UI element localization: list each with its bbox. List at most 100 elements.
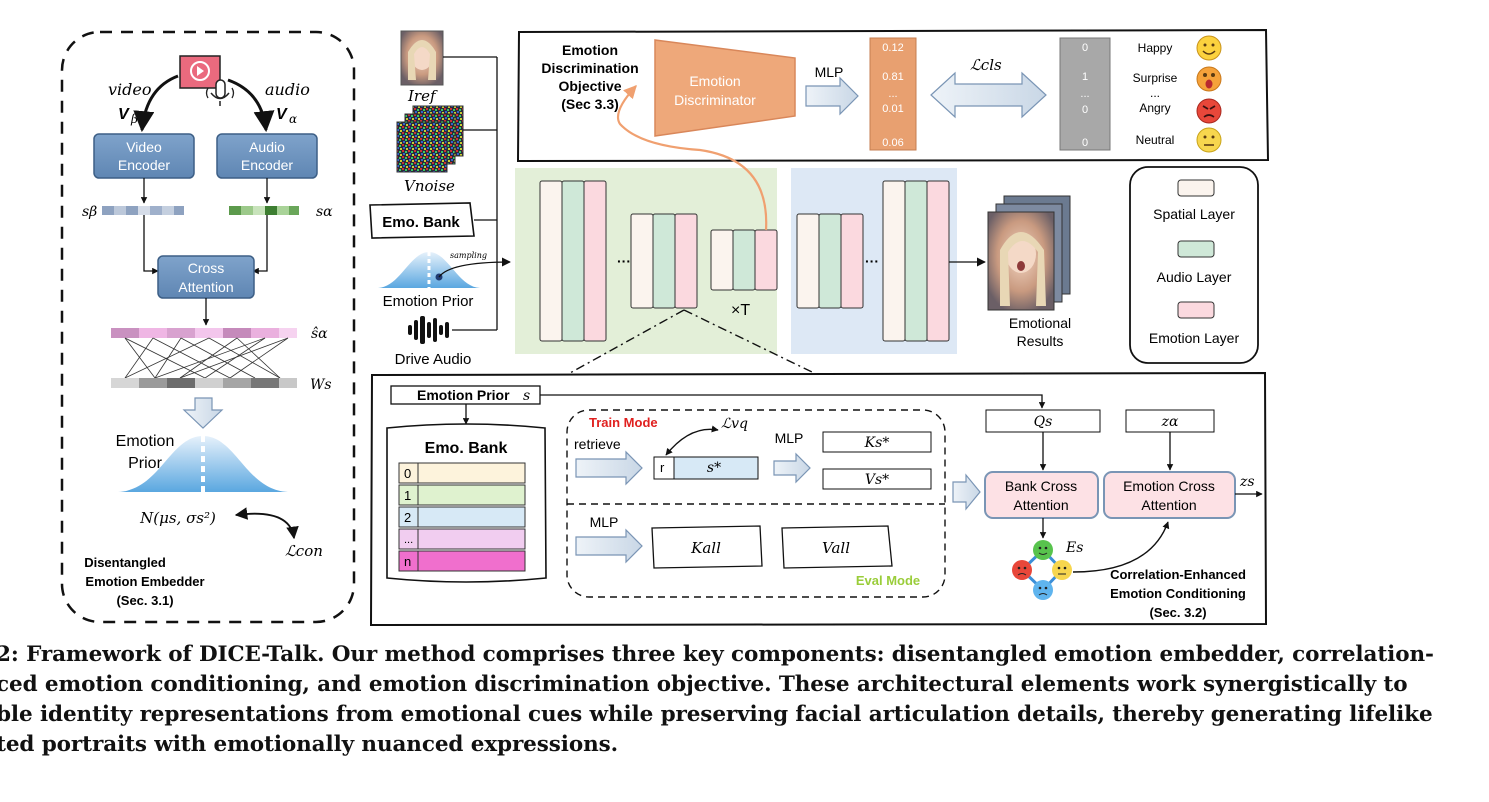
discriminator-line1: Emotion xyxy=(689,73,740,89)
emotion-discriminator xyxy=(654,39,796,137)
train-mlp-label: MLP xyxy=(775,430,804,446)
bank-row-ellipsis: ... xyxy=(404,534,413,546)
emotion-prior-label-1: Emotion xyxy=(116,433,175,450)
layer-stack-2 xyxy=(630,213,698,309)
k-all-box xyxy=(651,525,763,569)
module1-title-1: Disentangled xyxy=(84,555,166,570)
s-alpha-vector xyxy=(229,206,299,215)
emo-bank-input-label: Emo. Bank xyxy=(382,214,460,231)
emotion-neutral-label: Neutral xyxy=(1136,133,1175,147)
discriminator-feedback-arrow xyxy=(616,85,768,231)
prob-3: 0.01 xyxy=(882,103,903,115)
drive-audio-label: Drive Audio xyxy=(395,351,472,368)
layer-stack-3 xyxy=(710,229,778,291)
audio-symbol-sub: α xyxy=(289,112,297,126)
audio-encoder-line1: Audio xyxy=(249,139,285,155)
emotion-cross-attention xyxy=(1103,471,1236,519)
emo-bank-title: Emo. Bank xyxy=(425,440,508,457)
i-ref-label: Iref xyxy=(407,87,438,105)
emotion-angry-label: Angry xyxy=(1139,101,1170,115)
legend: Spatial Layer Audio Layer Emotion Layer xyxy=(1129,166,1259,364)
loss-double-arrow xyxy=(930,71,1047,119)
onehot-3: 0 xyxy=(1082,104,1088,116)
video-encoder-line1: Video xyxy=(126,139,162,155)
edo-title-1: Emotion xyxy=(562,42,618,58)
inputs-column: Iref Vnoise Emo. Bank sampling Emotion P… xyxy=(369,30,511,368)
times-t-label: ×T xyxy=(731,302,750,319)
results-line1: Emotional xyxy=(1009,315,1071,331)
cross-attention-line1: Cross xyxy=(188,260,225,276)
v-all-box xyxy=(781,525,893,569)
layer-stack-1 xyxy=(539,180,607,342)
retrieve-label: retrieve xyxy=(574,436,621,452)
discriminator-line2: Discriminator xyxy=(674,92,756,108)
legend-audio-label: Audio Layer xyxy=(1157,269,1232,285)
prob-1: 0.81 xyxy=(882,71,903,83)
z-alpha-label: zα xyxy=(1161,414,1179,430)
module1-title-2: Emotion Embedder xyxy=(85,574,204,589)
w-s-label: Ws xyxy=(310,377,332,393)
module1-title-3: (Sec. 3.1) xyxy=(116,593,173,608)
backbone: ··· ×T ··· xyxy=(515,85,1071,354)
w-s-vector xyxy=(111,378,297,388)
onehot-0: 0 xyxy=(1082,42,1088,54)
results-line2: Results xyxy=(1017,333,1064,349)
bank-row-n: n xyxy=(404,554,411,569)
emo-bank-input xyxy=(369,202,475,239)
audio-label: audio xyxy=(265,80,310,99)
edo-title-3: Objective xyxy=(558,78,621,94)
v-all-label: Vall xyxy=(822,539,850,557)
video-label: video xyxy=(108,80,152,99)
prob-2: ... xyxy=(888,88,897,100)
caption-line-4: ted portraits with emotionally nuanced e… xyxy=(0,732,619,757)
legend-emotion-label: Emotion Layer xyxy=(1149,330,1240,346)
l-vq-label: ℒvq xyxy=(721,416,748,432)
r-label: r xyxy=(660,460,665,475)
legend-spatial-swatch xyxy=(1177,179,1215,197)
v-s-star-box xyxy=(822,468,932,490)
caption-line-3: ble identity representations from emotio… xyxy=(0,702,1433,727)
s-beta-vector xyxy=(102,206,184,215)
prob-4: 0.06 xyxy=(882,137,903,149)
s-beta-label: sβ xyxy=(82,204,97,220)
noise-video-stack xyxy=(396,105,464,173)
s-hat-alpha-vector xyxy=(111,328,297,338)
edo-title-4: (Sec 3.3) xyxy=(561,96,619,112)
k-s-star-label: Ks* xyxy=(864,435,890,451)
probability-vector xyxy=(869,37,917,151)
emotion-cross-line2: Attention xyxy=(1141,497,1196,513)
s-alpha-label: sα xyxy=(316,204,333,220)
emotion-prior-input-label: Emotion Prior xyxy=(383,293,474,310)
emotion-cross-line1: Emotion Cross xyxy=(1123,478,1215,494)
onehot-4: 0 xyxy=(1082,137,1088,149)
legend-audio-swatch xyxy=(1177,240,1215,258)
bank-row-2: 2 xyxy=(404,510,411,525)
onehot-1: 1 xyxy=(1082,71,1088,83)
emotion-prior-distribution xyxy=(118,436,288,492)
media-player-icon xyxy=(179,55,235,106)
bank-row-1: 1 xyxy=(404,488,411,503)
emo-bank-rows xyxy=(398,462,526,572)
q-s-label: Qs xyxy=(1034,414,1053,430)
v-noise-label: Vnoise xyxy=(404,177,455,195)
caption-line-2: ced emotion conditioning, and emotion di… xyxy=(0,672,1408,697)
figure-caption: 2: Framework of DICE-Talk. Our method co… xyxy=(0,640,1481,760)
video-symbol-sub: β xyxy=(130,112,138,126)
dots-2: ··· xyxy=(865,253,879,269)
video-symbol: V xyxy=(118,106,130,123)
angry-emoji-icon xyxy=(1196,98,1222,124)
z-s-label: zs xyxy=(1239,474,1255,490)
emotion-cluster-icon xyxy=(1012,540,1072,600)
attention-mesh xyxy=(124,337,289,379)
module-disentangled-embedder: video V β audio V α Video Encoder Audio … xyxy=(60,30,356,624)
eval-mlp-label: MLP xyxy=(590,514,619,530)
layer-stack-4 xyxy=(796,213,864,309)
s-hat-alpha-label: ŝα xyxy=(311,326,328,342)
module2-title-1: Correlation-Enhanced xyxy=(1110,567,1246,582)
audio-wave-icon xyxy=(408,316,449,344)
module2-title-2: Emotion Conditioning xyxy=(1110,586,1246,601)
legend-spatial-label: Spatial Layer xyxy=(1153,206,1235,222)
layer-stack-5 xyxy=(882,180,950,342)
audio-symbol: V xyxy=(276,106,288,123)
